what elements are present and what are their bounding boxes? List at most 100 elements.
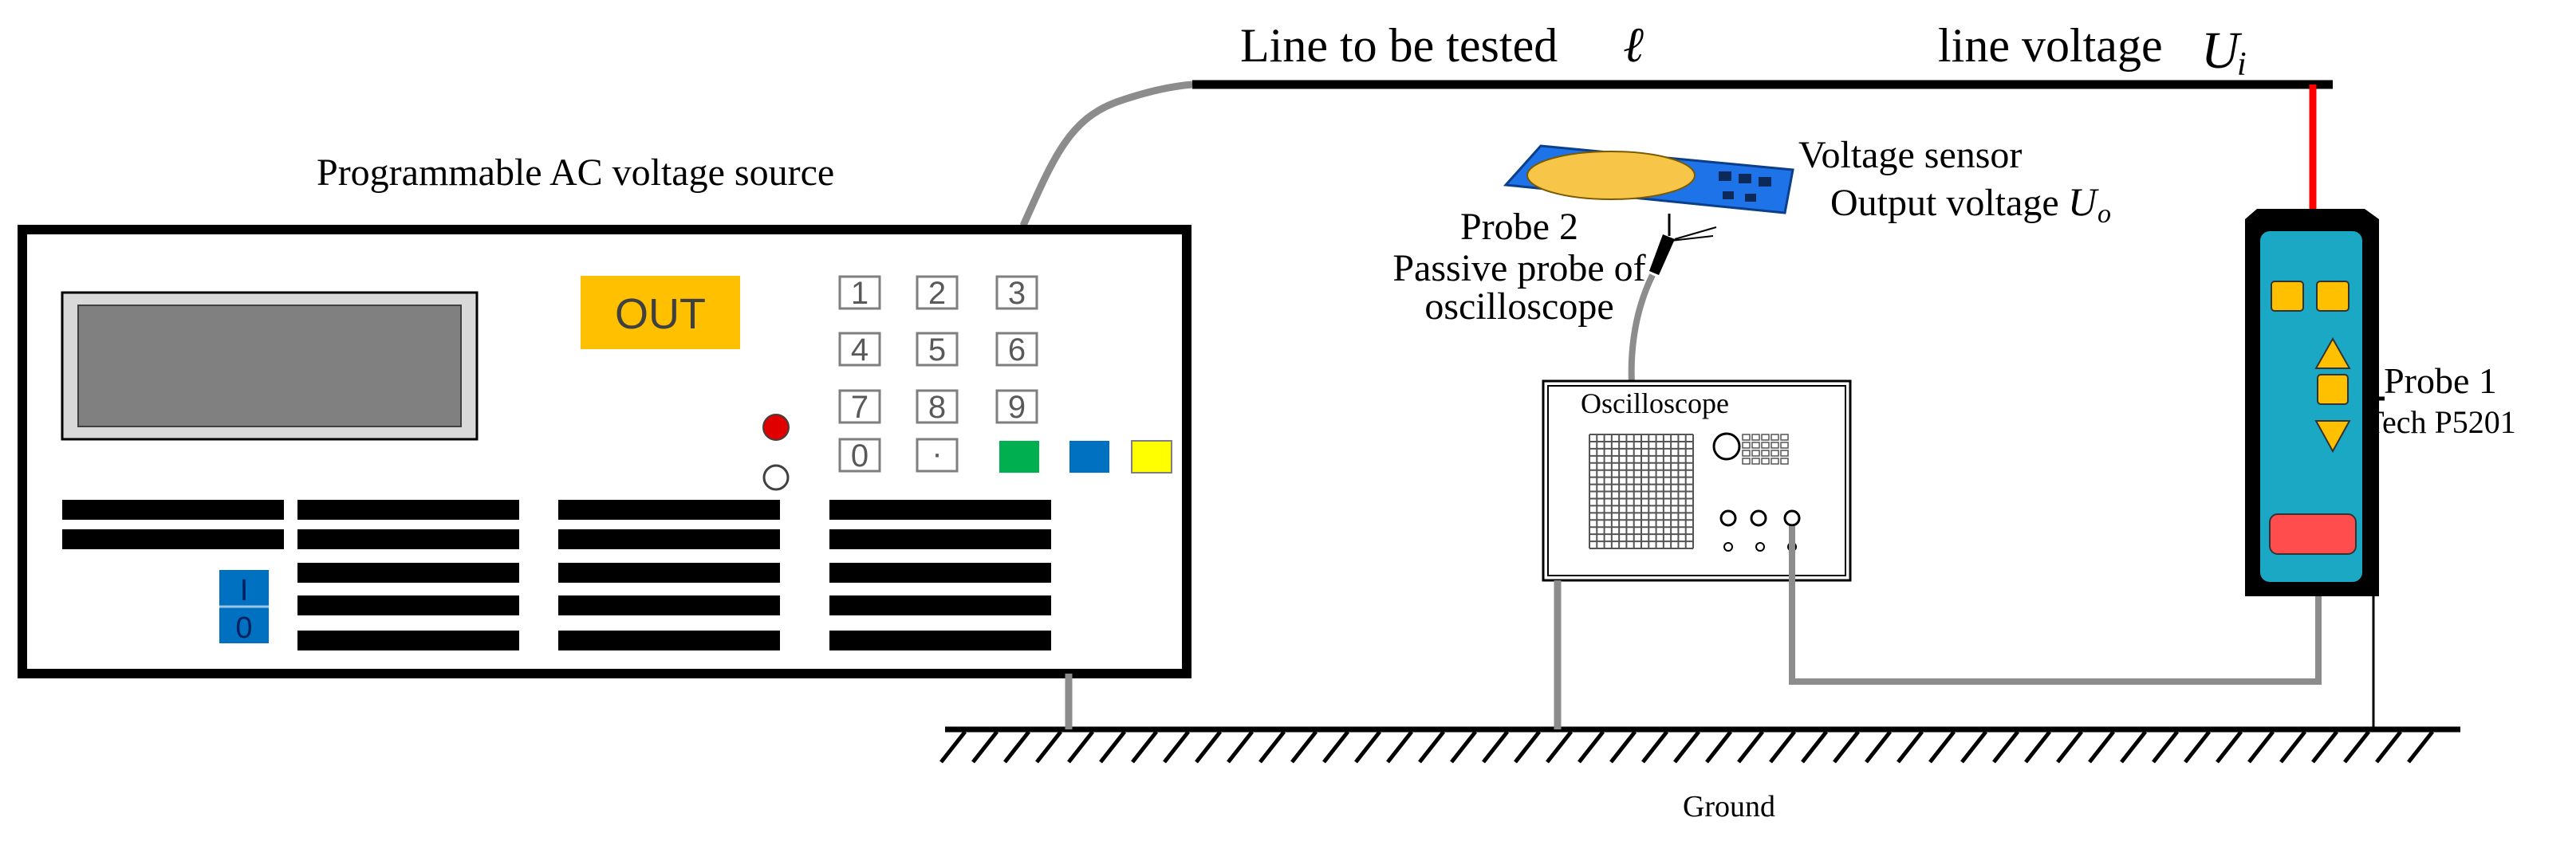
oscilloscope-screen [1589, 434, 1694, 549]
ground-hatch-line [1354, 730, 1381, 764]
output-voltage-symbol: U [2068, 179, 2099, 224]
ground-hatch-line [2311, 730, 2338, 764]
oscilloscope-button[interactable] [1780, 442, 1789, 449]
oscilloscope-button[interactable] [1751, 434, 1760, 441]
vent-slots [62, 500, 1051, 650]
oscilloscope-button[interactable] [1761, 434, 1770, 441]
oscilloscope-button[interactable] [1780, 434, 1789, 441]
probe1-face [2260, 231, 2362, 582]
ground-hatch-line [1769, 730, 1796, 764]
key-4[interactable] [838, 332, 881, 367]
ground-hatch-line [1131, 730, 1158, 764]
ground-hatch-line [971, 730, 998, 764]
power-switch[interactable]: I 0 [219, 570, 269, 645]
ground-hatch-line [1482, 730, 1509, 764]
ground-hatch-line [1227, 730, 1254, 764]
key-yellow[interactable] [1131, 440, 1172, 474]
oscilloscope-button[interactable] [1742, 458, 1751, 465]
oscilloscope-button[interactable] [1761, 442, 1770, 449]
ground-hatch-line [1801, 730, 1828, 764]
ground-hatch-line [1067, 730, 1094, 764]
line-symbol: ℓ [1623, 18, 1644, 73]
probe1-button-1[interactable] [2271, 281, 2304, 312]
oscilloscope-button[interactable] [1771, 442, 1779, 449]
probe1-signal-cable [1789, 526, 2322, 685]
ground-hatch-line [2120, 730, 2147, 764]
oscilloscope-knob[interactable] [1712, 432, 1741, 461]
probe1-up-button[interactable] [2314, 336, 2351, 369]
key-5[interactable] [916, 332, 959, 367]
ground-hatch-line [1514, 730, 1541, 764]
key-green[interactable] [999, 441, 1039, 473]
oscilloscope-button[interactable] [1751, 458, 1760, 465]
output-voltage-label: Output voltage [1830, 182, 2059, 224]
sensor-components [1719, 171, 1771, 202]
ground-hatch-line [1450, 730, 1477, 764]
oscilloscope-label: Oscilloscope [1581, 387, 1729, 419]
probe1-power-button[interactable] [2269, 513, 2357, 555]
source-label: Programmable AC voltage source [317, 151, 834, 194]
key-0-label: 0 [851, 438, 869, 474]
out-button[interactable] [581, 276, 740, 349]
ground-hatch-line [1258, 730, 1286, 764]
key-8[interactable] [916, 389, 959, 424]
source-to-line-wire [1019, 81, 1193, 227]
probe1-down-button[interactable] [2314, 420, 2351, 454]
key-0[interactable] [838, 438, 881, 473]
key-dot[interactable] [916, 438, 959, 473]
ground-hatch-line [2216, 730, 2243, 764]
ac-voltage-source: OUT 1 2 3 4 5 6 7 8 9 0 · [18, 225, 1191, 678]
ground-hatch-line [2024, 730, 2051, 764]
ground-hatch-line [2343, 730, 2370, 764]
key-7[interactable] [838, 389, 881, 424]
oscilloscope-button[interactable] [1742, 450, 1751, 457]
channel-2-connector[interactable] [1750, 509, 1767, 527]
ground-hatch-line [1705, 730, 1732, 764]
ground-hatch-line [1546, 730, 1573, 764]
oscilloscope-button[interactable] [1771, 434, 1779, 441]
ground-label: Ground [1683, 790, 1775, 823]
oscilloscope-button[interactable] [1761, 458, 1770, 465]
ground-hatch-line [2247, 730, 2275, 764]
key-2-label: 2 [928, 276, 946, 311]
ground-hatch-line [1609, 730, 1637, 764]
oscilloscope-button[interactable] [1771, 450, 1779, 457]
ground-hatch-line [2407, 730, 2434, 764]
key-8-label: 8 [928, 390, 946, 425]
ground-hatch-line [1865, 730, 1892, 764]
key-3-label: 3 [1008, 276, 1026, 311]
high-voltage-probe [2245, 209, 2385, 596]
indicator-light-red [762, 414, 790, 441]
line-voltage-symbol: U [2201, 22, 2243, 80]
oscilloscope-body [1542, 379, 1852, 582]
probe1-title: Probe 1 [2384, 360, 2497, 401]
probe1-button-2[interactable] [2316, 281, 2350, 312]
key-1[interactable] [838, 275, 881, 310]
power-switch-on-label: I [240, 574, 249, 607]
line-voltage-label: line voltage [1938, 19, 2163, 72]
key-6-label: 6 [1008, 332, 1026, 367]
ground-hatch-line [2056, 730, 2083, 764]
channel-1-connector[interactable] [1719, 509, 1737, 527]
oscilloscope-button[interactable] [1742, 442, 1751, 449]
key-6[interactable] [995, 332, 1038, 367]
oscilloscope-button[interactable] [1780, 458, 1789, 465]
probe1-model: Tech P5201 [2365, 404, 2515, 440]
oscilloscope-button[interactable] [1771, 458, 1779, 465]
oscilloscope-button[interactable] [1742, 434, 1751, 441]
indicator-light-off [762, 464, 790, 491]
oscilloscope-button[interactable] [1780, 450, 1789, 457]
oscilloscope: Oscilloscope [1542, 379, 1852, 582]
oscilloscope-button[interactable] [1751, 442, 1760, 449]
oscilloscope-button[interactable] [1751, 450, 1760, 457]
key-9[interactable] [995, 389, 1038, 424]
probe2-desc-line2: oscilloscope [1424, 285, 1613, 328]
key-blue[interactable] [1069, 441, 1109, 473]
ground-hatch-line [939, 730, 967, 764]
channel-3-connector[interactable] [1783, 509, 1801, 527]
ground-hatch-line [1163, 730, 1190, 764]
oscilloscope-button[interactable] [1761, 450, 1770, 457]
probe1-center-button[interactable] [2317, 374, 2349, 405]
key-2[interactable] [916, 275, 959, 310]
key-3[interactable] [995, 275, 1038, 310]
